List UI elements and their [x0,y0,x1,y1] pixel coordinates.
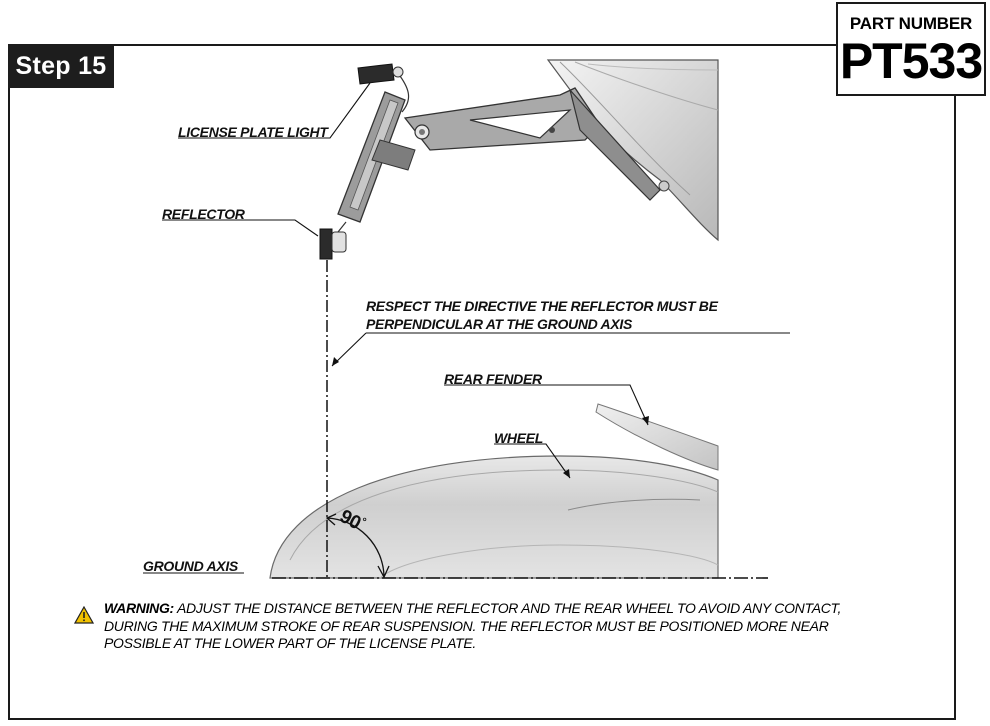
warning-line2: DURING THE MAXIMUM STROKE OF REAR SUSPEN… [104,617,829,634]
warning-triangle-icon [74,606,94,624]
part-number-label: PART NUMBER [849,14,973,33]
label-rear-fender: REAR FENDER [444,371,542,387]
part-number-box: PART NUMBER PT533 [836,2,986,96]
warning-text: WARNING: ADJUST THE DISTANCE BETWEEN THE… [104,600,904,653]
warning-line3: POSSIBLE AT THE LOWER PART OF THE LICENS… [104,635,476,651]
label-directive-line1: RESPECT THE DIRECTIVE THE REFLECTOR MUST… [366,298,718,314]
license-plate-light [357,63,410,113]
rear-fender [595,403,719,471]
reflector [319,221,347,260]
label-wheel: WHEEL [494,430,544,446]
plate-bracket [403,87,661,201]
license-plate-holder [337,91,416,223]
warning-line1: WARNING: ADJUST THE DISTANCE BETWEEN THE… [104,600,842,616]
motorcycle-tail [546,59,719,242]
leader-lines [143,82,790,574]
label-directive-line2: PERPENDICULAR AT THE GROUND AXIS [366,316,633,332]
instruction-frame [8,44,956,720]
step-badge: Step 15 [8,44,114,88]
rear-wheel [269,455,719,579]
label-reflector: REFLECTOR [162,206,245,222]
label-ground-axis: GROUND AXIS [143,558,238,574]
warning-heading: WARNING: [104,600,174,616]
part-number-value: PT533 [839,33,983,89]
label-license-plate-light: LICENSE PLATE LIGHT [178,124,328,140]
angle-arc [326,517,385,577]
